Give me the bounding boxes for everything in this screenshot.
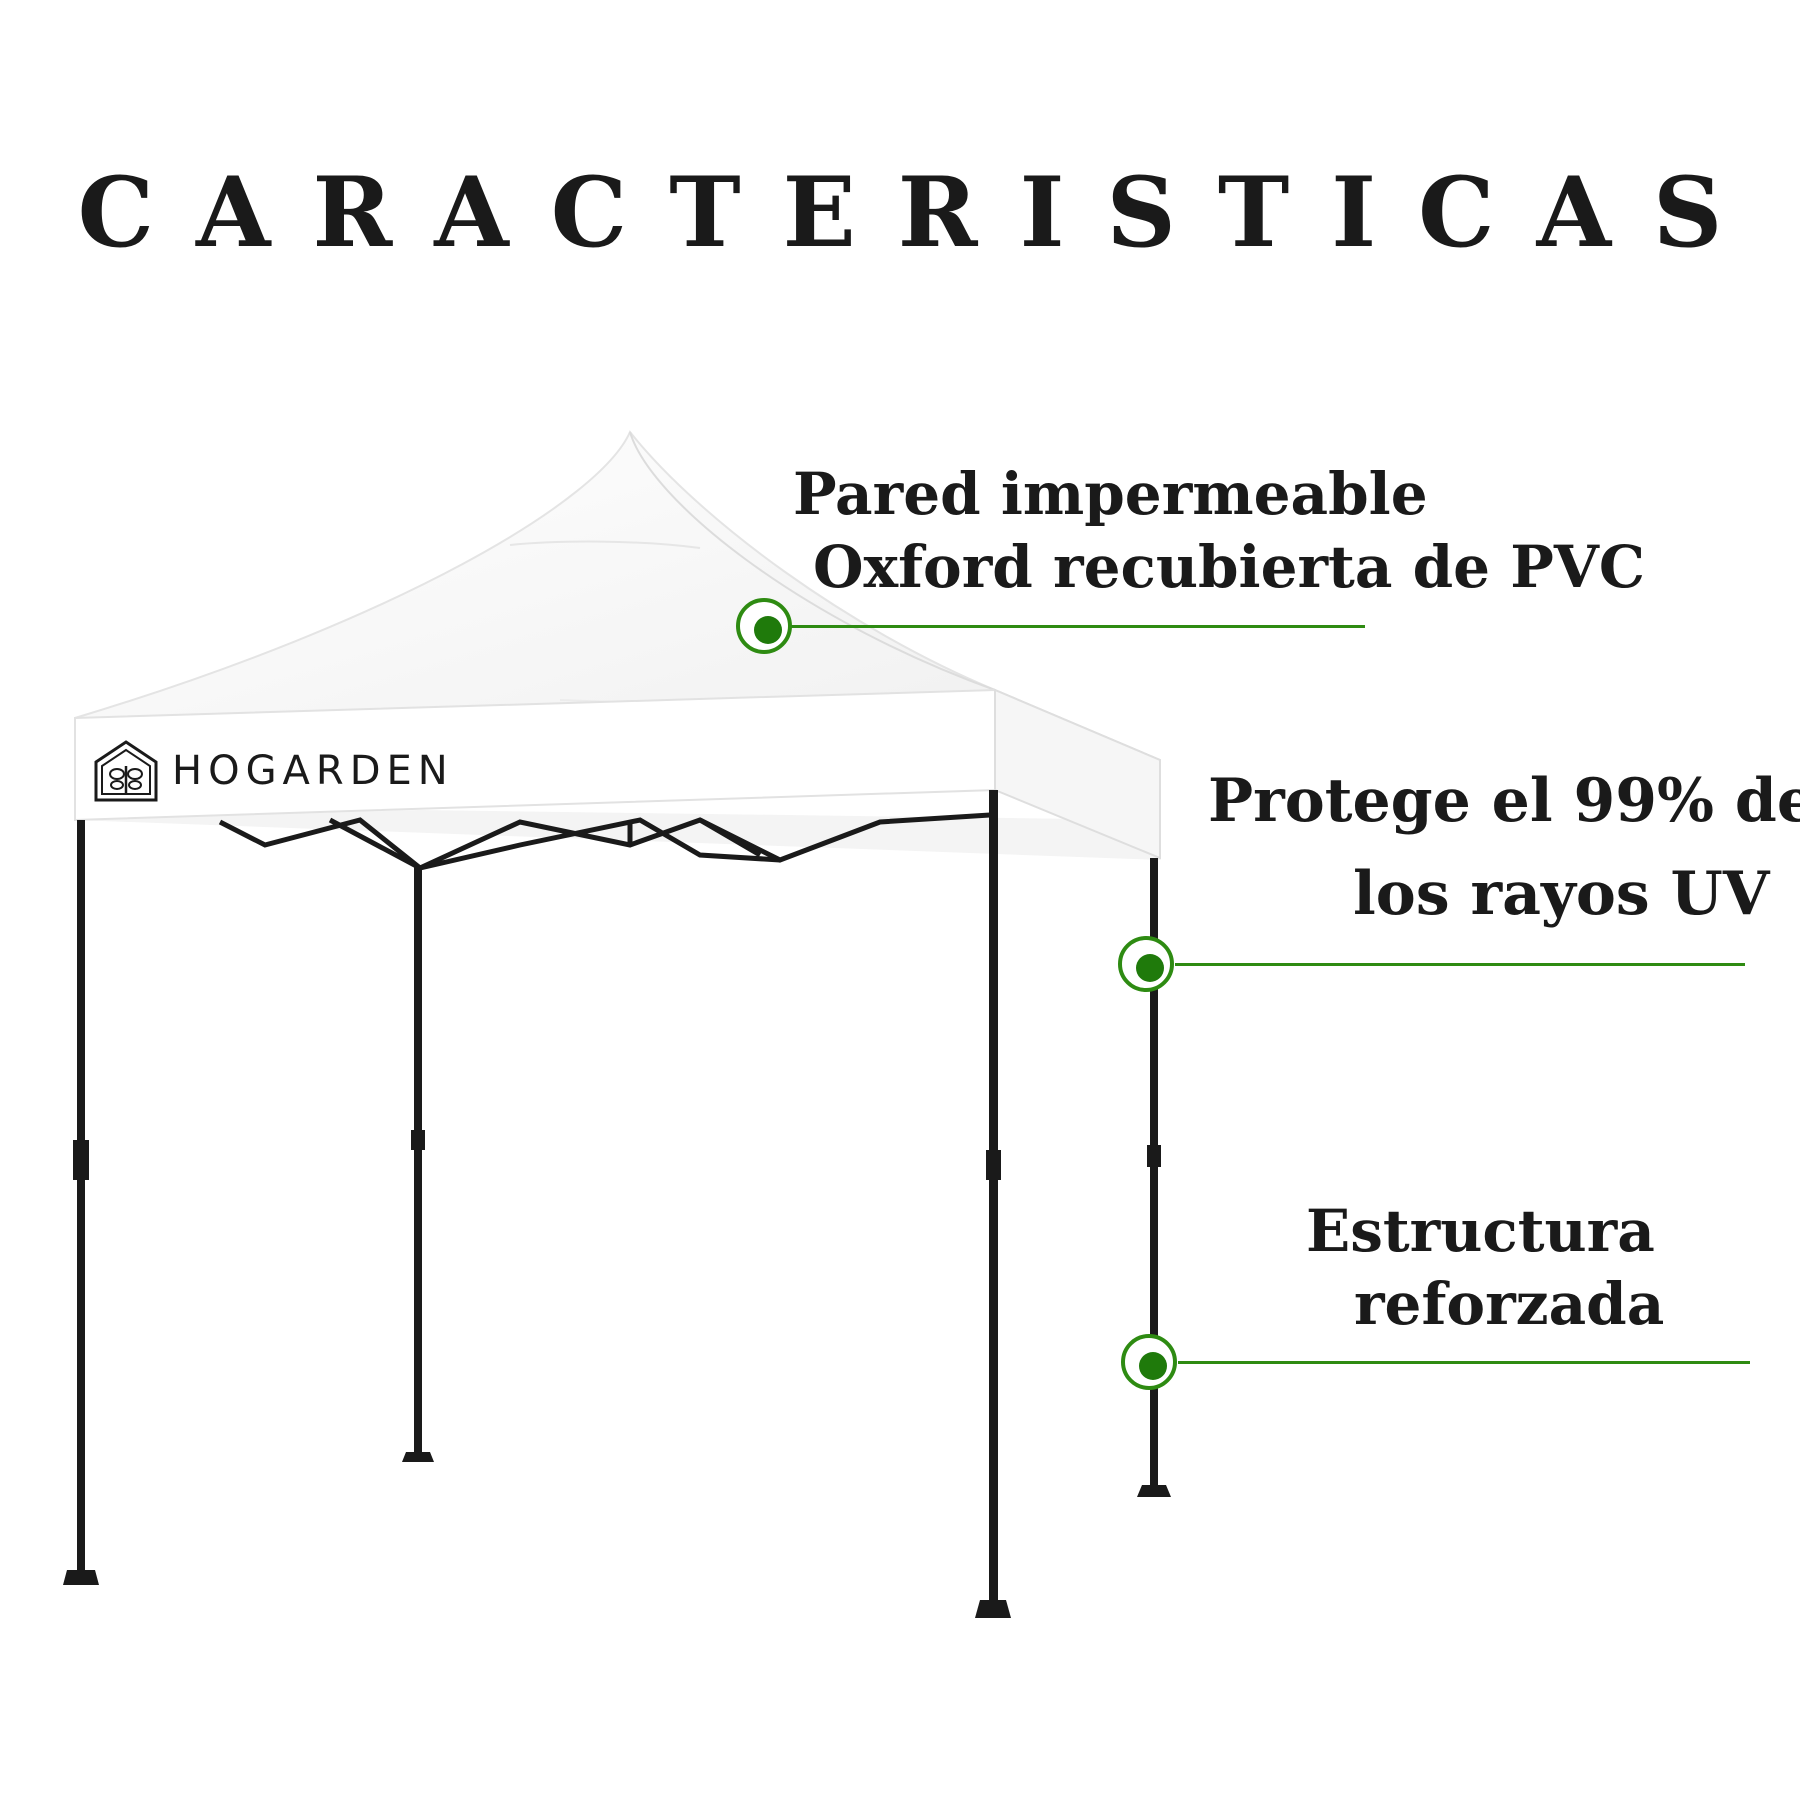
- feature-reinforced-structure: Estructura reforzada: [1306, 1195, 1664, 1340]
- callout-line-uv: [1175, 963, 1745, 966]
- callout-line-structure: [1178, 1361, 1750, 1364]
- truss-frame: [218, 812, 991, 871]
- brand-logo: HOGARDEN: [92, 738, 454, 804]
- tent-legs: [63, 790, 1171, 1618]
- callout-marker-waterproof: [736, 598, 792, 654]
- callout-dot: [754, 616, 782, 644]
- feature-waterproof: Pared impermeable Oxford recubierta de P…: [793, 458, 1645, 603]
- callout-line-waterproof: [790, 625, 1365, 628]
- callout-marker-structure: [1121, 1334, 1177, 1390]
- callout-marker-uv: [1118, 936, 1174, 992]
- brand-name: HOGARDEN: [172, 748, 454, 794]
- page-title: CARACTERISTICAS: [77, 156, 1765, 269]
- feature-line: Protege el 99% de: [1208, 766, 1800, 836]
- callout-dot: [1136, 954, 1164, 982]
- feature-line: Oxford recubierta de PVC: [813, 532, 1646, 601]
- feature-line: Estructura: [1306, 1197, 1655, 1265]
- feature-line: Pared impermeable: [793, 460, 1428, 528]
- canopy-valance-side: [994, 688, 1161, 860]
- feature-uv-protection: Protege el 99% de los rayos UV: [1208, 755, 1800, 941]
- callout-dot: [1139, 1352, 1167, 1380]
- feature-line: los rayos UV: [1353, 859, 1770, 929]
- feature-line: reforzada: [1354, 1269, 1665, 1338]
- house-tree-icon: [94, 740, 158, 802]
